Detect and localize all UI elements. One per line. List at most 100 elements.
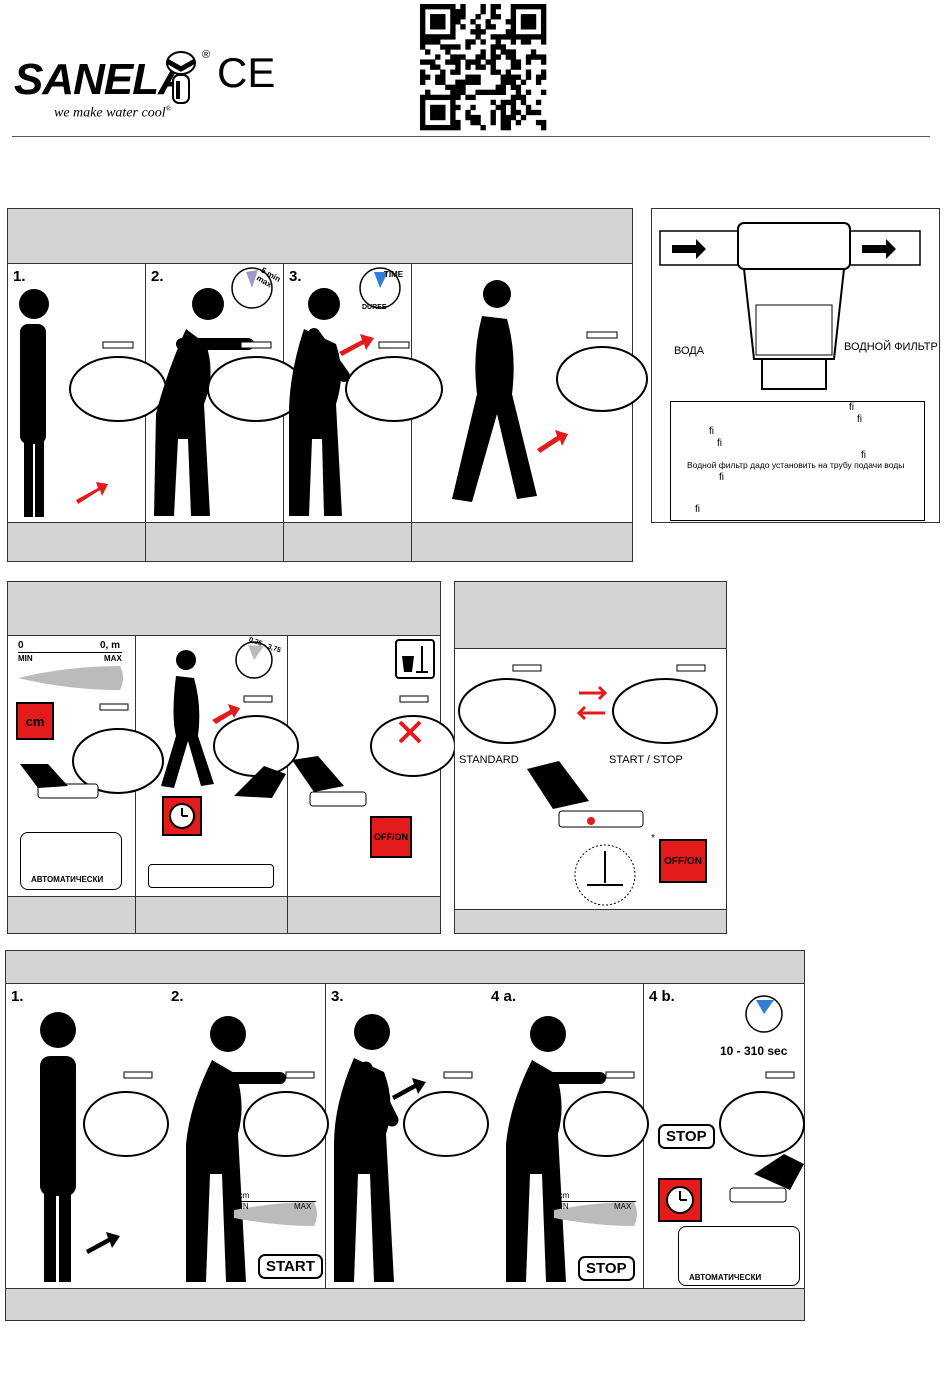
- note-line: fi: [849, 402, 854, 413]
- water-filter-icon: [659, 222, 921, 390]
- scale-min: MIN: [18, 654, 33, 663]
- cleaning-mode-icon: [292, 639, 456, 807]
- note-line: fi: [709, 426, 714, 437]
- water-label: ВОДА: [674, 345, 705, 357]
- tagline: we make water cool®: [54, 105, 171, 121]
- auto-stop-icon: [719, 995, 805, 1203]
- section2-cell-1: 0 0, m MIN MAX cm АВТОМАТИЧЕСКИ: [8, 636, 164, 896]
- section1-panel: 1. 2. 5 min max 3.: [7, 263, 648, 523]
- person-stepping-back-icon: [334, 1014, 489, 1282]
- brand-name: SANELA: [14, 55, 190, 104]
- ce-mark: CE: [217, 49, 276, 96]
- section1-cell-3: 3. TIME DUREE: [284, 264, 443, 522]
- section2-cell-3: OFF/ON: [288, 636, 456, 896]
- scale-zero: 0: [18, 640, 24, 651]
- timer-note-box: [148, 864, 274, 888]
- step-number: 4 b.: [649, 988, 675, 1005]
- step-number: 4 a.: [491, 988, 517, 1005]
- note-line: fi: [719, 472, 724, 483]
- registered-mark: ®: [202, 49, 211, 61]
- person-washing-icon: [154, 267, 305, 516]
- offon-button[interactable]: OFF/ON: [370, 816, 412, 858]
- scale-line: [18, 652, 122, 653]
- stop-button[interactable]: STOP: [578, 1256, 635, 1281]
- step-number: 2.: [151, 268, 164, 285]
- offon-button[interactable]: OFF/ON: [659, 839, 707, 883]
- filter-note-box: fi fi fi fi fi Водной фильтр дадо устано…: [670, 401, 925, 521]
- auto-label: АВТОМАТИЧЕСКИ: [689, 1273, 762, 1282]
- asterisk-label: *: [651, 833, 655, 844]
- note-line: fi: [695, 504, 700, 515]
- scale-line: [232, 1201, 316, 1202]
- step-number: 2.: [171, 988, 184, 1005]
- standing-person-icon: [19, 289, 167, 517]
- section2-panel: 0 0, m MIN MAX cm АВТОМАТИЧЕСКИ 0,25 - 3: [7, 635, 456, 897]
- section1-header: [7, 208, 633, 264]
- scale-end: 0, m: [100, 640, 121, 651]
- step-number: 3.: [289, 268, 302, 285]
- raccoon-icon: [164, 47, 198, 105]
- section1-cell-2: 2. 5 min max: [146, 264, 305, 522]
- note-line: Водной фильтр дадо установить на трубу п…: [687, 460, 905, 470]
- start-button[interactable]: START: [258, 1254, 323, 1279]
- stop-button[interactable]: STOP: [658, 1124, 715, 1149]
- section1-cell-1: 1.: [8, 264, 167, 522]
- person-stepping-back-icon: [289, 267, 443, 516]
- note-line: fi: [861, 450, 866, 461]
- section4-header: [5, 950, 805, 984]
- cm-button[interactable]: cm: [16, 702, 54, 740]
- section4-cell-5: 4 b. 10 - 310 sec STOP АВТОМАТИЧЕСКИ: [644, 984, 805, 1288]
- person-washing-icon: [506, 1016, 649, 1282]
- header-divider: [12, 136, 930, 137]
- note-line: fi: [857, 414, 862, 425]
- auto-note-box: АВТОМАТИЧЕСКИ: [678, 1226, 800, 1286]
- scale-max: MAX: [104, 654, 122, 663]
- auto-note-box: АВТОМАТИЧЕСКИ: [20, 832, 122, 890]
- note-line: fi: [717, 438, 722, 449]
- auto-label: АВТОМАТИЧЕСКИ: [31, 875, 104, 884]
- person-washing-icon: [186, 1016, 329, 1282]
- section4-panel: 1. 2. 5 cm MIN MAX START 3.: [5, 983, 805, 1289]
- qr-code[interactable]: [420, 4, 547, 131]
- section4-cell-1: 1.: [6, 984, 169, 1288]
- section4-cell-3: 3.: [326, 984, 489, 1288]
- startstop-label: START / STOP: [609, 754, 683, 766]
- scale-max: MAX: [614, 1202, 632, 1211]
- section1-cell-4: [412, 264, 648, 522]
- mode-switch-illustration: [458, 664, 718, 906]
- sensor-range-icon: [18, 666, 164, 799]
- timer-button[interactable]: [658, 1178, 702, 1222]
- section2-cell-2: 0,25 - 3,75: [136, 636, 299, 896]
- distance-label: 5 cm: [552, 1191, 570, 1200]
- timer-walk-icon: [161, 641, 299, 798]
- standard-label: STANDARD: [459, 754, 519, 766]
- time-label: TIME: [384, 270, 404, 279]
- section4-footer: [5, 1288, 805, 1321]
- duree-label: DUREE: [362, 304, 387, 311]
- step-number: 1.: [11, 988, 24, 1005]
- scale-line: [552, 1201, 636, 1202]
- scale-max: MAX: [294, 1202, 312, 1211]
- section2-footer: [7, 896, 441, 934]
- section4-cell-2: 2. 5 cm MIN MAX START: [166, 984, 329, 1288]
- timer-button[interactable]: [162, 796, 202, 836]
- clock-icon: [169, 803, 195, 829]
- scale-min: MIN: [554, 1202, 569, 1211]
- section3-panel: STANDARD START / STOP * OFF/ON: [454, 648, 727, 910]
- step-number: 1.: [13, 268, 26, 285]
- standing-person-icon: [40, 1012, 169, 1282]
- filter-panel: ВОДА ВОДНОЙ ФИЛЬТР fi fi fi fi fi Водной…: [651, 208, 940, 523]
- duration-label: 10 - 310 sec: [720, 1044, 788, 1058]
- filter-label: ВОДНОЙ ФИЛЬТР: [844, 341, 938, 353]
- distance-label: 5 cm: [232, 1191, 250, 1200]
- brand-logo: SANELA ® CE we make water cool®: [14, 49, 275, 130]
- person-walking-away-icon: [452, 280, 648, 502]
- section3-header: [454, 581, 727, 649]
- clock-icon: [666, 1186, 694, 1214]
- section1-footer: [7, 522, 633, 562]
- section2-header: [7, 581, 441, 636]
- section3-footer: [454, 909, 727, 934]
- section4-cell-4: 4 a. 5 cm MIN MAX STOP: [486, 984, 649, 1288]
- step-number: 3.: [331, 988, 344, 1005]
- scale-min: MIN: [234, 1202, 249, 1211]
